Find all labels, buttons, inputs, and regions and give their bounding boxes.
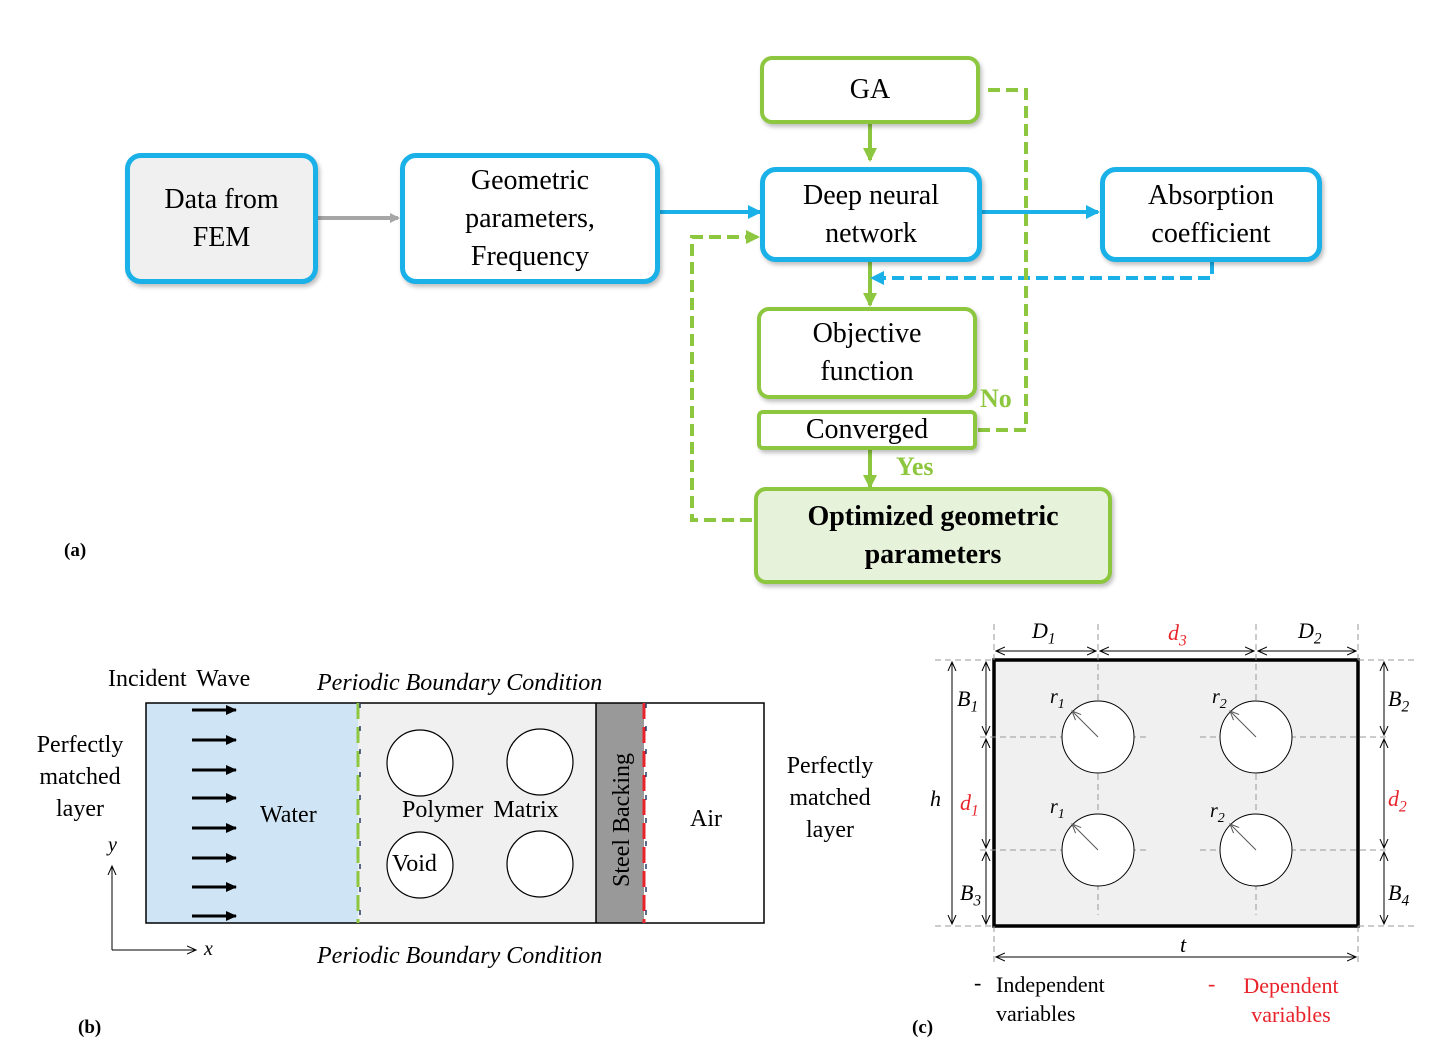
edge-label-yes: Yes	[896, 452, 934, 481]
incident-wave-label: Incident Wave	[108, 666, 251, 692]
node-ga: GA	[760, 56, 980, 124]
dim-D1-text: D1	[1032, 618, 1056, 648]
node-data-from-fem-label: Data from FEM	[164, 183, 279, 253]
dim-t: t	[1180, 932, 1186, 958]
water-region	[146, 703, 358, 923]
dim-B4: B4	[1388, 880, 1409, 910]
void-circle-bottom-right	[506, 830, 574, 898]
node-converged-label: Converged	[805, 414, 929, 445]
node-optimized-geometric-parameters: Optimized geometric parameters	[754, 487, 1112, 584]
edge-optimized-to-dnn	[690, 230, 760, 522]
steel-region	[596, 703, 644, 923]
node-data-from-fem: Data from FEM	[125, 153, 318, 284]
dim-h-text: h	[930, 786, 941, 811]
axis-y-label: y	[108, 834, 117, 856]
node-absorption-coefficient: Absorption coefficient	[1100, 167, 1322, 262]
dim-B2: B2	[1388, 686, 1409, 716]
legend-dependent-dash: -	[1208, 971, 1216, 996]
dim-B4-text: B4	[1388, 880, 1410, 910]
panel-b-label: (b)	[78, 1017, 102, 1038]
dim-B2-text: B2	[1388, 686, 1410, 716]
node-optimized-label: Optimized geometric parameters	[807, 500, 1059, 570]
panel-a-connectors	[318, 88, 1214, 522]
unit-cell	[992, 658, 1360, 928]
legend-independent-dash: -	[974, 970, 982, 995]
dim-d3-text: d3	[1168, 620, 1187, 650]
dim-B3-text: B3	[960, 880, 982, 910]
legend-dependent: Dependent variables	[1243, 973, 1339, 1027]
radius-r2-top-text: r2	[1212, 686, 1227, 712]
node-objective-function-label: Objective function	[812, 318, 922, 387]
dim-d3: d3	[1168, 620, 1187, 650]
dim-h: h	[930, 786, 941, 812]
pml-left-label: Perfectly matched layer	[36, 732, 124, 822]
panel-c-unit-cell	[935, 624, 1418, 962]
polymer-matrix-label: Polymer Matrix	[402, 797, 559, 823]
void-label: Void	[392, 851, 437, 877]
pbc-top-label: Periodic Boundary Condition	[317, 670, 603, 696]
water-label: Water	[260, 802, 317, 828]
dim-B3: B3	[960, 880, 981, 910]
edge-label-no: No	[980, 384, 1012, 413]
legend-independent: Independent variables	[996, 972, 1105, 1026]
dim-D2-text: D2	[1298, 618, 1322, 648]
dim-D2: D2	[1298, 618, 1322, 648]
void-circle-top-left	[386, 729, 454, 797]
dim-d2: d2	[1388, 786, 1407, 816]
dim-D1: D1	[1032, 618, 1056, 648]
domain-outline	[145, 702, 765, 924]
node-deep-neural-network: Deep neural network	[760, 167, 982, 262]
panel-a-label: (a)	[64, 540, 87, 561]
void-circle-bottom-left	[386, 831, 454, 899]
pbc-bottom-label: Periodic Boundary Condition	[317, 943, 603, 969]
node-deep-neural-network-label: Deep neural network	[802, 179, 940, 249]
radius-r2-bottom: r2	[1210, 800, 1225, 827]
air-label: Air	[690, 806, 722, 832]
dim-d1-text: d1	[960, 790, 979, 820]
dim-t-text: t	[1180, 932, 1187, 957]
radius-r1-top: r1	[1050, 686, 1065, 713]
incident-wave-arrows	[192, 705, 237, 921]
node-ga-label: GA	[849, 74, 891, 105]
node-geometric-parameters: Geometric parameters, Frequency	[400, 153, 660, 284]
edge-no-loop-to-ga	[978, 88, 1028, 432]
node-absorption-coefficient-label: Absorption coefficient	[1148, 179, 1274, 249]
node-converged: Converged	[757, 410, 977, 450]
node-geometric-parameters-label: Geometric parameters, Frequency	[465, 164, 595, 272]
dim-B1: B1	[957, 686, 978, 716]
radius-r1-bottom-text: r1	[1050, 796, 1065, 822]
panel-b-domain: Steel Backing	[112, 702, 765, 950]
dimension-arrows	[952, 651, 1384, 957]
node-objective-function: Objective function	[757, 307, 977, 399]
axis-x-label: x	[204, 938, 213, 960]
radius-r1-top-text: r1	[1050, 686, 1065, 712]
dim-d2-text: d2	[1388, 786, 1407, 816]
radius-arrows	[1072, 711, 1257, 851]
panel-c-label: (c)	[912, 1017, 934, 1038]
radius-r2-top: r2	[1212, 686, 1227, 713]
pml-right-label: Perfectly matched layer	[786, 753, 874, 843]
radius-r2-bottom-text: r2	[1210, 800, 1225, 826]
radius-r1-bottom: r1	[1050, 796, 1065, 823]
void-circle-top-right	[506, 728, 574, 796]
edge-absorption-feedback	[870, 262, 1214, 285]
dim-B1-text: B1	[957, 686, 979, 716]
dim-d1: d1	[960, 790, 979, 820]
steel-backing-label: Steel Backing	[609, 753, 635, 887]
